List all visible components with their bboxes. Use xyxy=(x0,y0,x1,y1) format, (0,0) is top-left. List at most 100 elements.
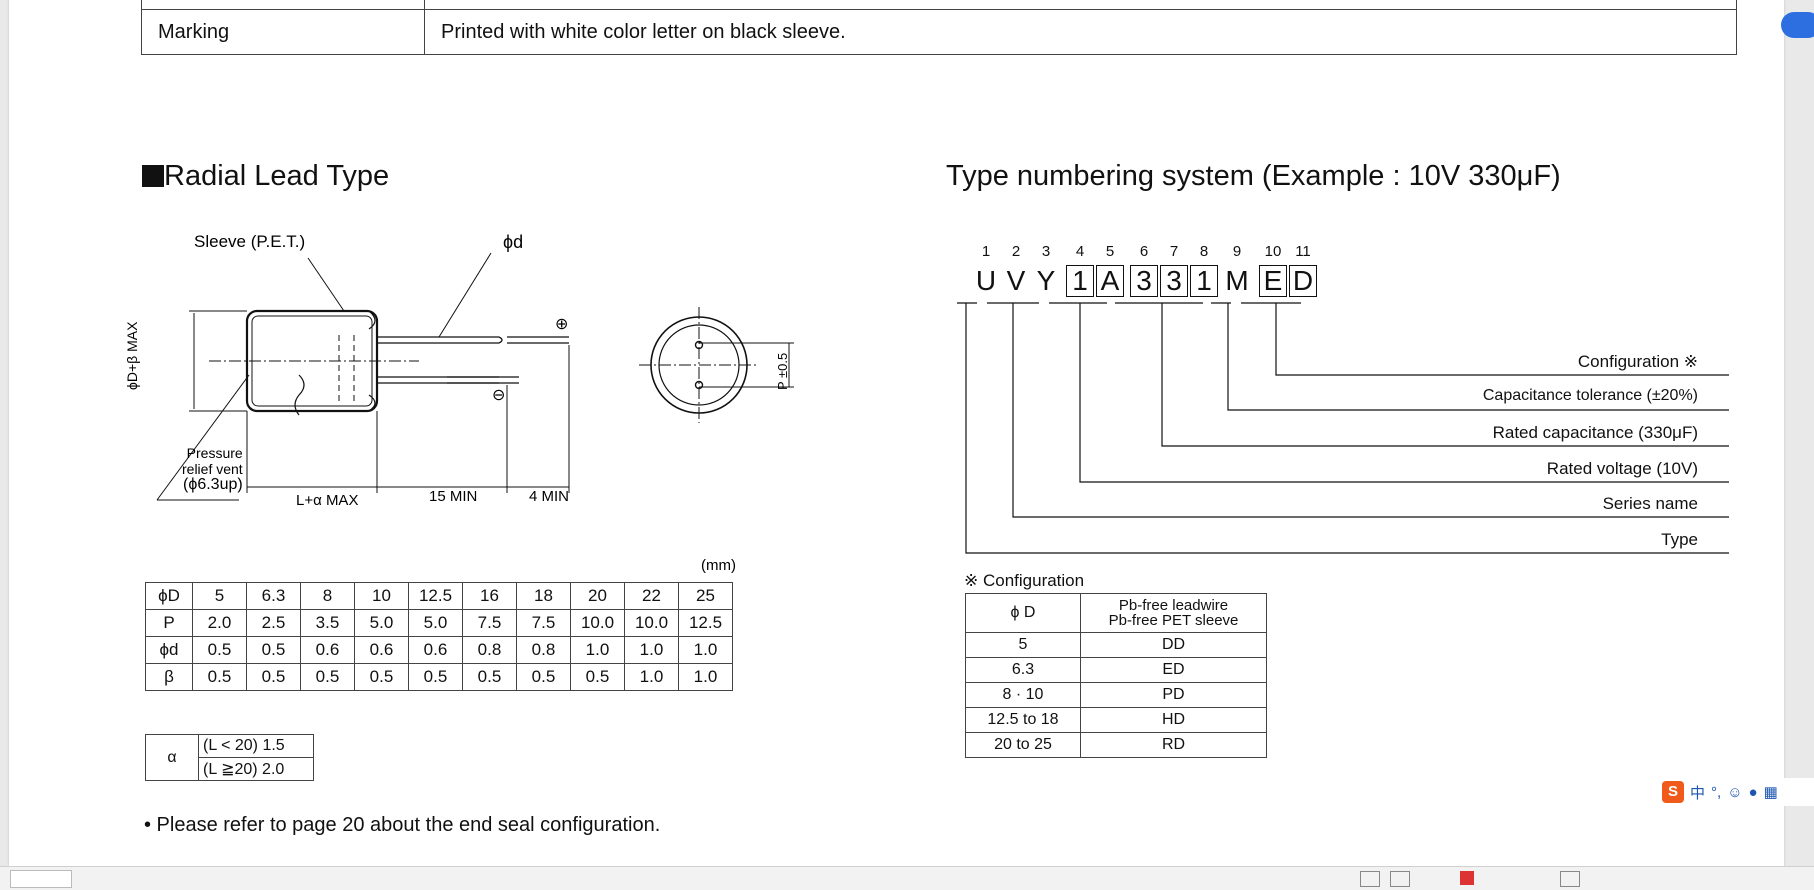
label-capacitance-tolerance: Capacitance tolerance (±20%) xyxy=(1482,387,1698,404)
alpha-table: α (L < 20) 1.5 (L ≧20) 2.0 xyxy=(145,734,314,781)
sogou-logo-icon[interactable]: S xyxy=(1662,781,1684,803)
label-configuration: Configuration ※ xyxy=(1577,352,1698,371)
config-diameter-cell: 12.5 to 18 xyxy=(965,707,1081,733)
radial-lead-drawing xyxy=(156,252,794,501)
table-cell: 1.0 xyxy=(678,663,733,691)
config-header-line: Pb-free leadwire xyxy=(1118,597,1229,614)
length-15-label: 15 MIN xyxy=(429,488,478,505)
spec-table: Marking Printed with white color letter … xyxy=(141,0,1737,55)
table-cell: 0.8 xyxy=(516,636,571,664)
code-character: U xyxy=(975,265,997,296)
config-diameter-cell: 20 to 25 xyxy=(965,732,1081,758)
table-cell: 2.5 xyxy=(246,609,301,637)
length-4-label: 4 MIN xyxy=(529,488,570,505)
length-label: L+α MAX xyxy=(296,492,359,509)
code-character: E xyxy=(1259,265,1287,297)
configuration-title: ※ Configuration xyxy=(964,571,1085,590)
label-series-name: Series name xyxy=(1602,494,1698,513)
table-cell: 16 xyxy=(462,582,517,610)
code-character: A xyxy=(1096,265,1124,297)
ime-language-toggle[interactable]: 中 xyxy=(1690,784,1706,802)
pressure-vent-label: Pressure relief vent (ϕ6.3up) xyxy=(182,445,243,493)
table-cell: 0.5 xyxy=(462,663,517,691)
plus-terminal-icon: ⊕ xyxy=(555,316,569,333)
code-position-number: 2 xyxy=(1011,243,1021,260)
table-cell: 1.0 xyxy=(624,636,679,664)
marking-value: Printed with white color letter on black… xyxy=(424,9,1737,55)
table-cell: 22 xyxy=(624,582,679,610)
single-page-icon[interactable] xyxy=(1360,871,1380,887)
code-character: 1 xyxy=(1066,265,1094,297)
record-icon[interactable] xyxy=(1460,871,1474,885)
table-cell: 7.5 xyxy=(516,609,571,637)
table-cell: 1.0 xyxy=(624,663,679,691)
table-cell: 2.0 xyxy=(192,609,247,637)
pitch-label: P ±0.5 xyxy=(775,352,790,390)
page-number-input[interactable] xyxy=(10,870,72,888)
code-position-number: 6 xyxy=(1139,243,1149,260)
table-cell: 0.5 xyxy=(192,636,247,664)
code-position-number: 7 xyxy=(1169,243,1179,260)
unit-label: (mm) xyxy=(701,557,736,574)
floating-translate-icon[interactable] xyxy=(1781,12,1814,38)
label-type: Type xyxy=(1661,530,1698,549)
table-cell: 0.5 xyxy=(570,663,625,691)
table-row xyxy=(141,0,1737,10)
pressure-vent-line: (ϕ6.3up) xyxy=(183,476,243,493)
two-page-icon[interactable] xyxy=(1390,871,1410,887)
table-cell: 0.5 xyxy=(354,663,409,691)
status-bar xyxy=(0,866,1814,890)
config-code-cell: DD xyxy=(1080,632,1267,658)
ime-punctuation-toggle[interactable]: °, xyxy=(1711,783,1722,801)
code-position-number: 8 xyxy=(1199,243,1209,260)
table-cell: 0.5 xyxy=(246,636,301,664)
fit-page-icon[interactable] xyxy=(1560,871,1580,887)
row-header-cell: β xyxy=(145,663,193,691)
table-cell: 3.5 xyxy=(300,609,355,637)
table-cell: 0.6 xyxy=(354,636,409,664)
config-diameter-cell: 5 xyxy=(965,632,1081,658)
table-row: α (L < 20) 1.5 xyxy=(145,734,314,781)
alpha-symbol: α xyxy=(145,734,199,781)
code-position-number: 5 xyxy=(1105,243,1115,260)
code-character: V xyxy=(1006,265,1026,296)
code-character: 1 xyxy=(1190,265,1218,297)
keyboard-icon[interactable]: ▦ xyxy=(1763,784,1778,801)
pdf-page: Marking Printed with white color letter … xyxy=(9,0,1784,866)
table-cell: 18 xyxy=(516,582,571,610)
config-code-cell: HD xyxy=(1080,707,1267,733)
configuration-table: ϕ D Pb-free leadwire Pb-free PET sleeve … xyxy=(965,593,1267,758)
table-cell: 0.5 xyxy=(246,663,301,691)
alpha-value: (L < 20) 1.5 xyxy=(198,734,314,758)
config-header-cell: Pb-free leadwire Pb-free PET sleeve xyxy=(1080,593,1267,633)
table-cell: 12.5 xyxy=(408,582,463,610)
code-position-number: 11 xyxy=(1295,243,1311,260)
microphone-icon[interactable]: ● xyxy=(1748,783,1758,801)
table-cell: 5.0 xyxy=(354,609,409,637)
table-cell: 0.5 xyxy=(300,663,355,691)
table-cell: 6.3 xyxy=(246,582,301,610)
emoji-icon[interactable]: ☺ xyxy=(1727,783,1743,801)
ime-toolbar[interactable]: S 中 °, ☺ ● ▦ xyxy=(1662,778,1814,806)
config-code-cell: ED xyxy=(1080,657,1267,683)
document-viewer[interactable]: Marking Printed with white color letter … xyxy=(0,0,1814,866)
code-character: 3 xyxy=(1130,265,1158,297)
table-cell: 8 xyxy=(300,582,355,610)
row-header-cell: ϕd xyxy=(145,636,193,664)
label-rated-capacitance: Rated capacitance (330μF) xyxy=(1492,423,1698,442)
table-cell: 10.0 xyxy=(570,609,625,637)
table-cell: 0.5 xyxy=(408,663,463,691)
config-diameter-cell: 8 · 10 xyxy=(965,682,1081,708)
table-cell: 0.6 xyxy=(300,636,355,664)
radial-lead-heading: Radial Lead Type xyxy=(142,160,389,193)
code-position-number: 9 xyxy=(1232,243,1242,260)
table-row: (L ≧20) 2.0 xyxy=(146,757,314,781)
config-code-cell: PD xyxy=(1080,682,1267,708)
